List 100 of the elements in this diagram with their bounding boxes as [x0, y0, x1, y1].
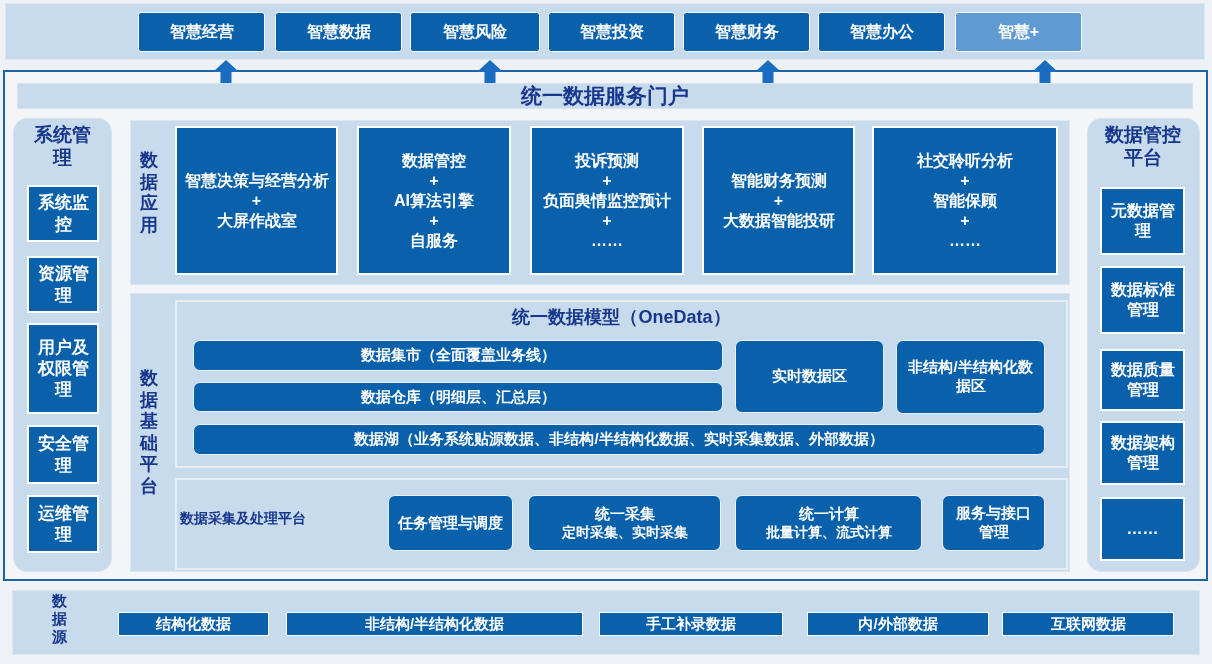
box-label: 数据架构管理 [1109, 433, 1176, 473]
module-box [942, 495, 1045, 551]
box-label: 系统监控 [36, 192, 90, 235]
module-box [27, 425, 99, 484]
box-label: 统一计算 [798, 504, 859, 524]
application-tile [955, 12, 1082, 52]
box-label: 任务管理与调度 [398, 513, 503, 533]
box-label: 非结构/半结构化数据区 [907, 358, 1034, 396]
box-label: 智慧+ [997, 22, 1040, 42]
module-box [1100, 187, 1185, 255]
module-box [1100, 349, 1185, 411]
inner-panel [175, 478, 1068, 570]
box-label: 运维管理 [36, 502, 90, 546]
arrow [213, 60, 239, 83]
module-box [530, 126, 684, 275]
module-box [528, 495, 721, 551]
box-label: 非结构/半结构化数据 [364, 614, 505, 634]
box-label: 智慧风险 [443, 22, 507, 42]
outer-frame [3, 70, 1208, 581]
module-box [1100, 421, 1185, 485]
box-label: AI算法引擎 [394, 190, 474, 211]
box-label: 智慧投资 [579, 22, 644, 42]
application-tile [548, 12, 675, 52]
source-box [807, 612, 989, 636]
application-tile [410, 12, 540, 52]
layer-band [130, 120, 1070, 285]
box-label: 结构化数据 [156, 614, 231, 634]
arrow [755, 60, 781, 83]
box-label: 社交聆听分析 [917, 150, 1013, 171]
box-label: 数据集市（全面覆盖业务线） [360, 346, 556, 365]
box-label: 内/外部数据 [858, 614, 938, 634]
panel-title: 系统管理 [32, 124, 92, 170]
source-box [286, 612, 583, 636]
module-box [27, 495, 99, 553]
box-label: 批量计算、流式计算 [765, 523, 892, 542]
module-box [357, 126, 511, 275]
box-label: 元数据管理 [1109, 201, 1176, 241]
box-label: 统一采集 [594, 504, 655, 524]
band-title: 数据基础平台 [139, 368, 159, 498]
source-box [599, 612, 783, 636]
inner-panel [175, 300, 1068, 468]
module-box [27, 185, 99, 242]
module-box [872, 126, 1058, 275]
box-label: 数据质量管理 [1109, 360, 1176, 400]
application-tile [818, 12, 945, 52]
box-label: …… [591, 230, 623, 251]
box-label: 智慧经营 [169, 22, 234, 42]
box-label: 数据标准管理 [1109, 280, 1176, 320]
box-label: 大数据智能投研 [722, 210, 835, 231]
box-label: + [960, 210, 970, 231]
module-box [175, 126, 338, 275]
box-label: 智慧办公 [849, 22, 914, 42]
box-label: 大屏作战室 [216, 210, 297, 231]
box-label: 智能财务预测 [730, 170, 827, 191]
box-label: + [251, 190, 262, 211]
box-label: 用户及权限管理 [36, 336, 90, 401]
source-box [118, 612, 269, 636]
portal-bar [17, 83, 1193, 109]
band-title: 数据源 [50, 592, 68, 646]
box-label: 实时数据区 [772, 367, 847, 386]
box-label: + [429, 210, 439, 231]
module-box [735, 340, 884, 413]
box-label: 数据湖（业务系统贴源数据、非结构/半结构化数据、实时采集数据、外部数据） [354, 430, 884, 449]
box-label: + [602, 170, 612, 191]
box-label: + [773, 190, 784, 211]
arrow [477, 60, 503, 83]
layer-band [12, 590, 1200, 655]
box-label: 智慧数据 [306, 22, 371, 42]
module-box [702, 126, 855, 275]
source-box [1002, 612, 1174, 636]
box-label: 智慧财务 [714, 22, 779, 42]
module-box [193, 424, 1045, 455]
panel-title: 数据采集及处理平台 [180, 510, 307, 527]
band-title: 数据应用 [139, 150, 159, 237]
box-label: 服务与接口管理 [955, 504, 1032, 542]
box-label: 智能保顾 [933, 190, 997, 211]
box-label: 统一数据服务门户 [521, 82, 689, 109]
module-box [27, 323, 99, 414]
module-box [193, 382, 723, 412]
box-label: 数据仓库（明细层、汇总层） [360, 387, 556, 407]
layer-band [130, 293, 1070, 572]
module-box [1100, 266, 1185, 334]
box-label: 负面舆情监控预计 [543, 190, 671, 211]
module-box [735, 495, 922, 551]
box-label: + [429, 170, 439, 191]
box-label: 安全管理 [36, 433, 90, 476]
module-box [388, 495, 513, 551]
box-label: 互联网数据 [1050, 614, 1126, 634]
box-label: 自服务 [410, 230, 458, 251]
box-label: 投诉预测 [575, 150, 639, 171]
module-box [1100, 497, 1185, 561]
box-label: 数据管控 [402, 150, 466, 171]
side-panel [1087, 118, 1200, 572]
box-label: 定时采集、实时采集 [561, 523, 688, 542]
module-box [27, 256, 99, 313]
application-tile [138, 12, 265, 52]
panel-title: 数据管控平台 [1104, 124, 1182, 170]
box-label: …… [949, 230, 981, 251]
box-label: + [602, 210, 612, 231]
module-box [896, 340, 1045, 414]
